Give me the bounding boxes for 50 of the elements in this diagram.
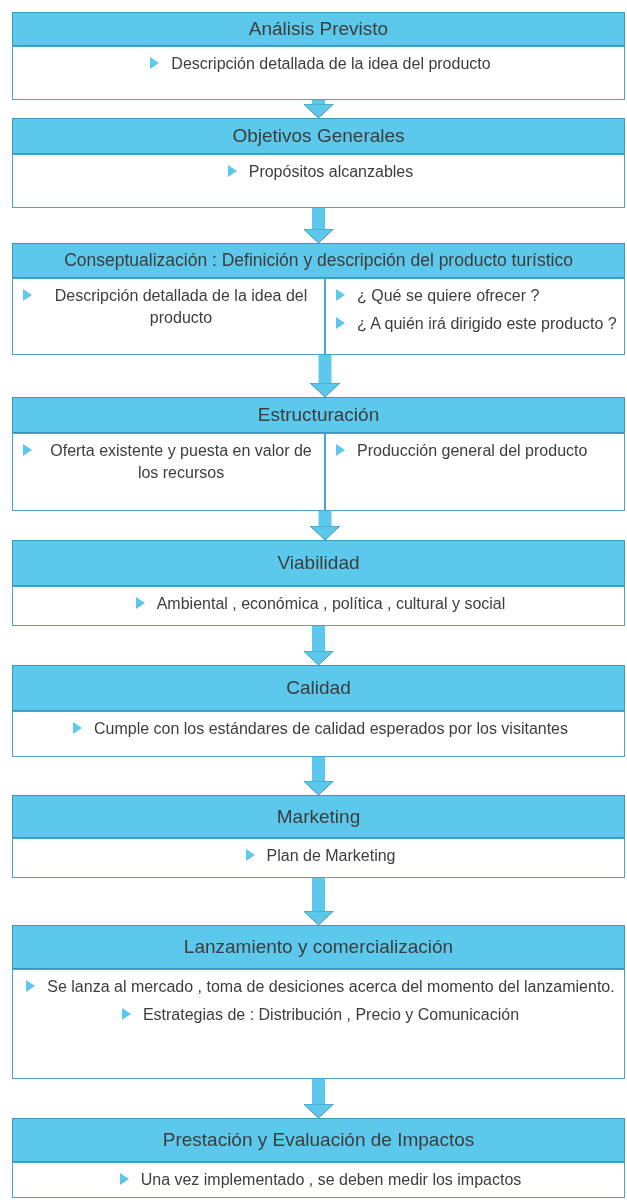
stage-header: [12, 795, 625, 838]
stage-header: [12, 397, 625, 433]
stage-title: Conseptualización : Definición y descripción del producto turístico: [64, 250, 573, 271]
stage-header: [12, 665, 625, 711]
stage-title: Prestación y Evaluación de Impactos: [162, 1129, 475, 1151]
stage-title: Viabilidad: [277, 552, 360, 574]
stage-box: [12, 711, 625, 757]
arrow: [303, 100, 334, 119]
bullet-text: Estrategias de : Distribución , Precio y Comunicación: [142, 1005, 520, 1026]
bullet-text: Producción general del producto: [357, 441, 588, 461]
stage-title: Estructuración: [257, 404, 380, 426]
stage-box: [325, 433, 625, 511]
bullet-text: Ambiental , económica , política , cultural y social: [156, 594, 506, 614]
stage-header: [12, 540, 625, 586]
stage-box: [325, 278, 625, 355]
bullet-text: Plan de Marketing: [266, 846, 396, 866]
arrow: [303, 757, 334, 796]
bullet-text: Una vez implementado , se deben medir los impactos: [140, 1170, 522, 1190]
bullet-text: Cumple con los estándares de calidad esperados por los visitantes: [93, 719, 568, 739]
stage-header: [12, 925, 625, 969]
arrow: [309, 511, 341, 541]
stage-box: [12, 46, 625, 100]
stage-title: Marketing: [276, 805, 361, 828]
bullet-text: ¿ A quién irá dirigido este producto ?: [357, 314, 617, 335]
stage-header: [12, 1118, 625, 1162]
stage-box: [12, 838, 625, 878]
stage-title: Lanzamiento y comercialización: [183, 936, 454, 958]
bullet-text: ¿ Qué se quiere ofrecer ?: [357, 286, 540, 306]
bullet-text: Propósitos alcanzables: [248, 162, 414, 182]
stage-header: [12, 118, 625, 154]
arrow: [303, 626, 334, 666]
stage-box: [12, 969, 625, 1079]
stage-box: [12, 1162, 625, 1198]
stage-header: [12, 243, 625, 278]
stage-header: [12, 12, 625, 46]
bullet-text: Se lanza al mercado , toma de desiciones acerca del momento del lanzamiento.: [47, 977, 615, 997]
arrow: [303, 878, 334, 926]
bullet-text: Oferta existente y puesta en valor de los recursos: [49, 441, 313, 484]
arrow: [303, 208, 334, 244]
stage-title: Objetivos Generales: [232, 125, 405, 147]
arrow: [309, 355, 341, 398]
arrow: [303, 1079, 334, 1119]
stage-title: Análisis Previsto: [248, 18, 389, 40]
stage-box: [12, 433, 325, 511]
stage-box: [12, 278, 325, 355]
bullet-text: Descripción detallada de la idea del producto: [171, 54, 491, 74]
stage-box: [12, 586, 625, 626]
stage-title: Calidad: [286, 677, 351, 699]
stage-box: [12, 154, 625, 208]
bullet-text: Descripción detallada de la idea del producto: [53, 286, 309, 329]
